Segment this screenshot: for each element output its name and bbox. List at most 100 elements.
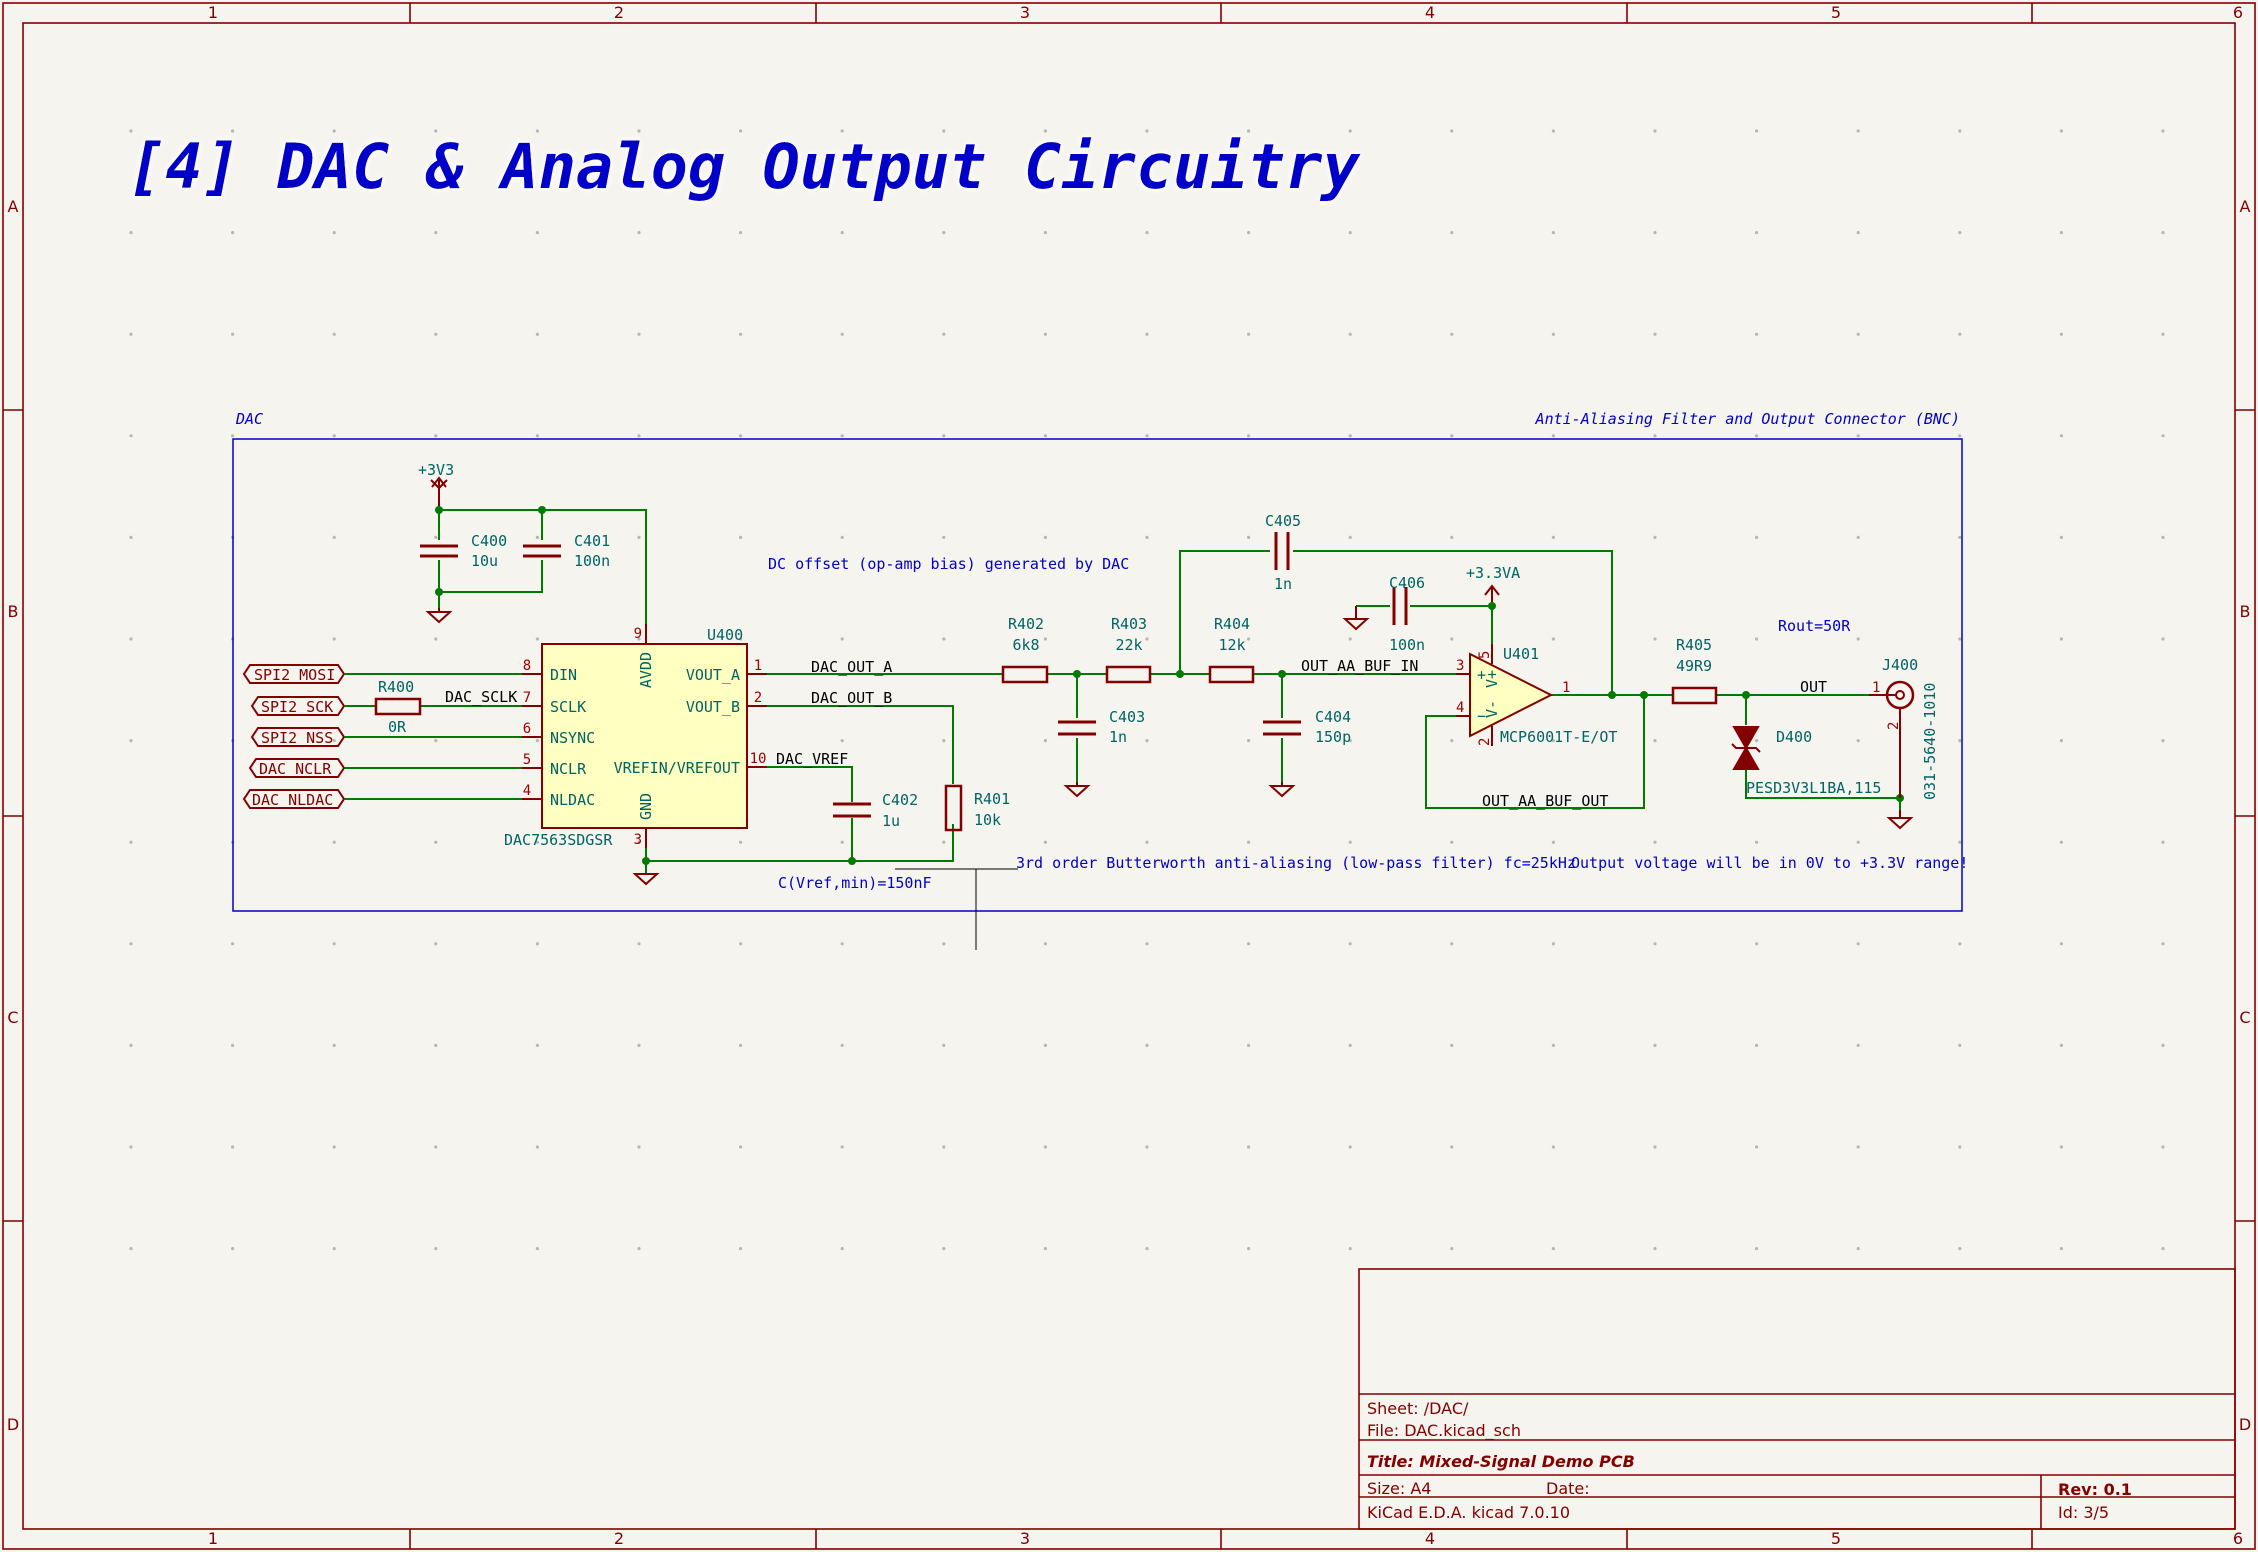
grid-dot	[1551, 1145, 1555, 1149]
title-block-file: File: DAC.kicad_sch	[1367, 1421, 1521, 1441]
hier-label-spi2-sck[interactable]: SPI2_SCK	[250, 696, 346, 716]
grid-dot	[1551, 942, 1555, 946]
vref-network: DAC_OUT_A DAC_OUT_B DAC_VREF	[632, 658, 1018, 950]
opamp-u401[interactable]: + − V+ V- 3 4 1 5 2 U401 MCP6001T-E/OT	[1456, 644, 1617, 746]
grid-dot	[1551, 1247, 1555, 1251]
grid-dot	[1247, 840, 1251, 844]
ic-u400[interactable]: 8 7 6 5 4 DIN SCLK NSYNC NCLR NLDAC 1 2 …	[504, 624, 767, 849]
c400-value: 10u	[471, 552, 498, 570]
grid-dot	[840, 739, 844, 743]
grid-dot	[1145, 1043, 1149, 1047]
hier-label-spi2-mosi[interactable]: SPI2_MOSI	[242, 664, 346, 684]
u400-pin-num: 8	[523, 658, 531, 674]
capacitor-c405[interactable]: C405 1n	[1265, 512, 1301, 593]
svg-text:SPI2_MOSI: SPI2_MOSI	[254, 666, 335, 684]
grid-dot	[1755, 942, 1759, 946]
connector-j400[interactable]: 1 2 J400 031-5640-1010	[1869, 656, 1939, 830]
grid-dot	[2059, 637, 2063, 641]
frame-row-label: D	[7, 1415, 19, 1434]
c402-ref: C402	[882, 791, 918, 809]
grid-dot	[129, 942, 133, 946]
grid-dot	[1856, 1145, 1860, 1149]
grid-dot	[2059, 231, 2063, 235]
grid-dot	[1755, 434, 1759, 438]
resistor-r401[interactable]: R401 10k	[944, 784, 1010, 832]
svg-text:DAC_NLDAC: DAC_NLDAC	[252, 791, 333, 809]
grid-dot	[129, 129, 133, 133]
grid-dot	[1348, 535, 1352, 540]
grid-dot	[2161, 1247, 2165, 1251]
u401-value: MCP6001T-E/OT	[1500, 728, 1617, 746]
grid-dot	[1043, 434, 1047, 438]
grid-dot	[332, 535, 336, 540]
hier-label-dac-nclr[interactable]: DAC_NCLR	[248, 758, 346, 778]
grid-dot	[231, 942, 235, 946]
capacitor-c400[interactable]: C400 10u	[420, 532, 507, 570]
capacitor-c401[interactable]: C401 100n	[523, 532, 610, 570]
grid-dot	[1958, 535, 1962, 540]
grid-dot	[2059, 942, 2063, 946]
resistor-r400[interactable]: R400 0R	[374, 678, 422, 736]
u400-pin-num: 3	[634, 832, 642, 848]
grid-dot	[1348, 637, 1352, 641]
note-rout: Rout=50R	[1778, 617, 1851, 635]
grid-dot	[434, 840, 438, 844]
c403-ref: C403	[1109, 708, 1145, 726]
frame-row-label: B	[8, 602, 19, 621]
grid-dot	[739, 637, 743, 641]
capacitor-c406[interactable]: C406 100n	[1342, 574, 1425, 654]
grid-dot	[535, 332, 540, 336]
j400-value: 031-5640-1010	[1921, 683, 1939, 800]
grid-dot	[1755, 1247, 1759, 1251]
capacitor-c404[interactable]: C404 150p	[1263, 708, 1351, 798]
capacitor-c403[interactable]: C403 1n	[1058, 708, 1145, 798]
title-block-title: Title: Mixed-Signal Demo PCB	[1367, 1452, 1635, 1471]
hier-label-spi2-nss[interactable]: SPI2_NSS	[250, 727, 346, 747]
power-3v3a: +3.3VA	[1466, 564, 1520, 644]
grid-dot	[637, 1145, 641, 1149]
grid-dot	[1247, 231, 1251, 235]
grid-dot	[231, 1247, 235, 1251]
grid-dot	[1145, 535, 1149, 540]
frame-col-label: 4	[1425, 1529, 1435, 1548]
u401-plus: +	[1477, 666, 1486, 684]
grid-dot	[1958, 637, 1962, 641]
grid-dot	[1145, 1145, 1149, 1149]
grid-dot	[231, 1043, 235, 1047]
resistor-r403[interactable]: R403 22k	[1105, 615, 1152, 684]
grid-dot	[637, 637, 641, 641]
grid-dot	[1145, 942, 1149, 946]
u400-pin-name: DIN	[550, 666, 577, 684]
u400-pin-num: 9	[634, 626, 642, 642]
grid-dot	[942, 332, 946, 336]
grid-dot	[1043, 231, 1047, 235]
grid-dot	[1348, 739, 1352, 743]
capacitor-c402[interactable]: C402 1u	[833, 791, 918, 830]
grid-dot	[1958, 1247, 1962, 1251]
grid-dot	[1145, 1247, 1149, 1251]
u400-pin-num: 4	[523, 783, 531, 799]
grid-dot	[942, 434, 946, 438]
resistor-r405[interactable]: R405 49R9	[1671, 636, 1718, 705]
title-block-size: Size: A4	[1367, 1479, 1431, 1498]
title-block-rev: Rev: 0.1	[2058, 1480, 2132, 1499]
grid-dot	[1043, 942, 1047, 946]
grid-dot	[535, 129, 540, 133]
title-block-sheet: Sheet: /DAC/	[1367, 1399, 1469, 1418]
grid-dot	[1247, 1145, 1251, 1149]
hier-label-dac-nldac[interactable]: DAC_NLDAC	[242, 789, 346, 809]
grid-dot	[1856, 1043, 1860, 1047]
grid-dot	[231, 231, 235, 235]
grid-dot	[1958, 942, 1962, 946]
resistor-r402[interactable]: R402 6k8	[1001, 615, 1049, 684]
c405-value: 1n	[1274, 575, 1292, 593]
grid-dot	[1450, 942, 1454, 946]
grid-dot	[2161, 637, 2165, 641]
resistor-r404[interactable]: R404 12k	[1208, 615, 1255, 684]
grid-dot	[129, 1247, 133, 1251]
grid-dot	[1856, 231, 1860, 235]
diode-d400[interactable]: D400 PESD3V3L1BA,115	[1731, 726, 1881, 797]
grid-dot	[739, 129, 743, 133]
c401-value: 100n	[574, 552, 610, 570]
grid-dot	[231, 129, 235, 133]
